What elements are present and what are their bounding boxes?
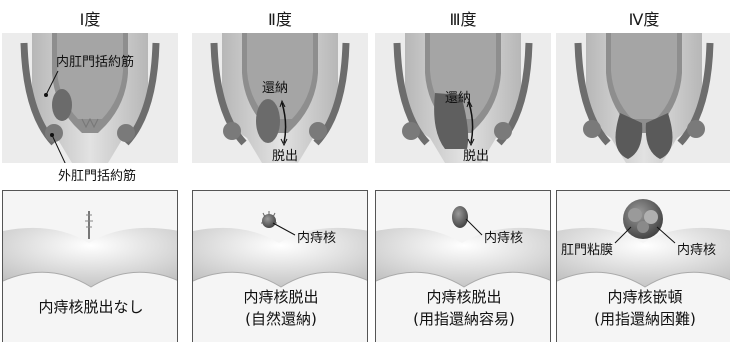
grade-2-title: Ⅱ度 [192,6,368,30]
grade-3-external-view: 内痔核 内痔核脱出 (用指還納容易) [375,190,551,342]
external-sphincter-label: 外肛門括約筋 [58,165,136,184]
grade-1-anus-illustration [3,191,178,342]
grade-3-hemorrhoid-label: 内痔核 [484,227,523,246]
grade-4-hemorrhoid-label: 内痔核 [677,239,716,258]
internal-sphincter-label: 内肛門括約筋 [56,51,134,70]
grade-1-external-view: 内痔核脱出なし [2,190,178,342]
grade-3-title: Ⅲ度 [375,6,551,30]
grade-2-column: Ⅱ度 還納 脱出 内痔核 内痔核脱出 (自然還納) [192,0,368,342]
grade-4-cross-section [556,33,730,163]
grade-1-title: Ⅰ度 [2,6,178,30]
grade-2-reduction-label: 還納 [262,77,288,96]
grade-4-anatomy-illustration [556,33,730,163]
grade-2-external-view: 内痔核 内痔核脱出 (自然還納) [192,190,368,342]
grade-2-cross-section: 還納 脱出 [192,33,368,163]
grade-4-title: Ⅳ度 [556,6,730,30]
grade-1-column: Ⅰ度 内肛門括約筋 外肛門括約筋 内痔核脱出なし [2,0,178,342]
grade-3-column: Ⅲ度 還納 脱出 内痔核 内痔核脱出 (用指還納容易) [375,0,551,342]
grade-3-caption-line2: (用指還納容易) [376,309,551,329]
grade-2-anatomy-illustration [192,33,368,163]
grade-2-hemorrhoid-label: 内痔核 [297,227,336,246]
grade-4-external-view: 肛門粘膜 内痔核 内痔核嵌頓 (用指還納困難) [556,190,730,342]
grade-3-cross-section: 還納 脱出 [375,33,551,163]
grade-1-cross-section: 内肛門括約筋 [2,33,178,163]
grade-1-caption: 内痔核脱出なし [3,297,178,317]
grade-3-prolapse-label: 脱出 [463,145,489,163]
grade-3-caption-line1: 内痔核脱出 [376,287,551,307]
grade-2-caption-line1: 内痔核脱出 [193,287,368,307]
grade-2-caption-line2: (自然還納) [193,309,368,329]
grade-3-reduction-label: 還納 [445,87,471,106]
grade-4-column: Ⅳ度 肛門粘膜 内痔核 内痔核嵌頓 (用指還 [556,0,730,342]
grade-4-caption-line1: 内痔核嵌頓 [557,287,730,307]
anal-mucosa-label: 肛門粘膜 [561,239,613,258]
grade-4-caption-line2: (用指還納困難) [557,309,730,329]
grade-2-prolapse-label: 脱出 [272,145,298,163]
